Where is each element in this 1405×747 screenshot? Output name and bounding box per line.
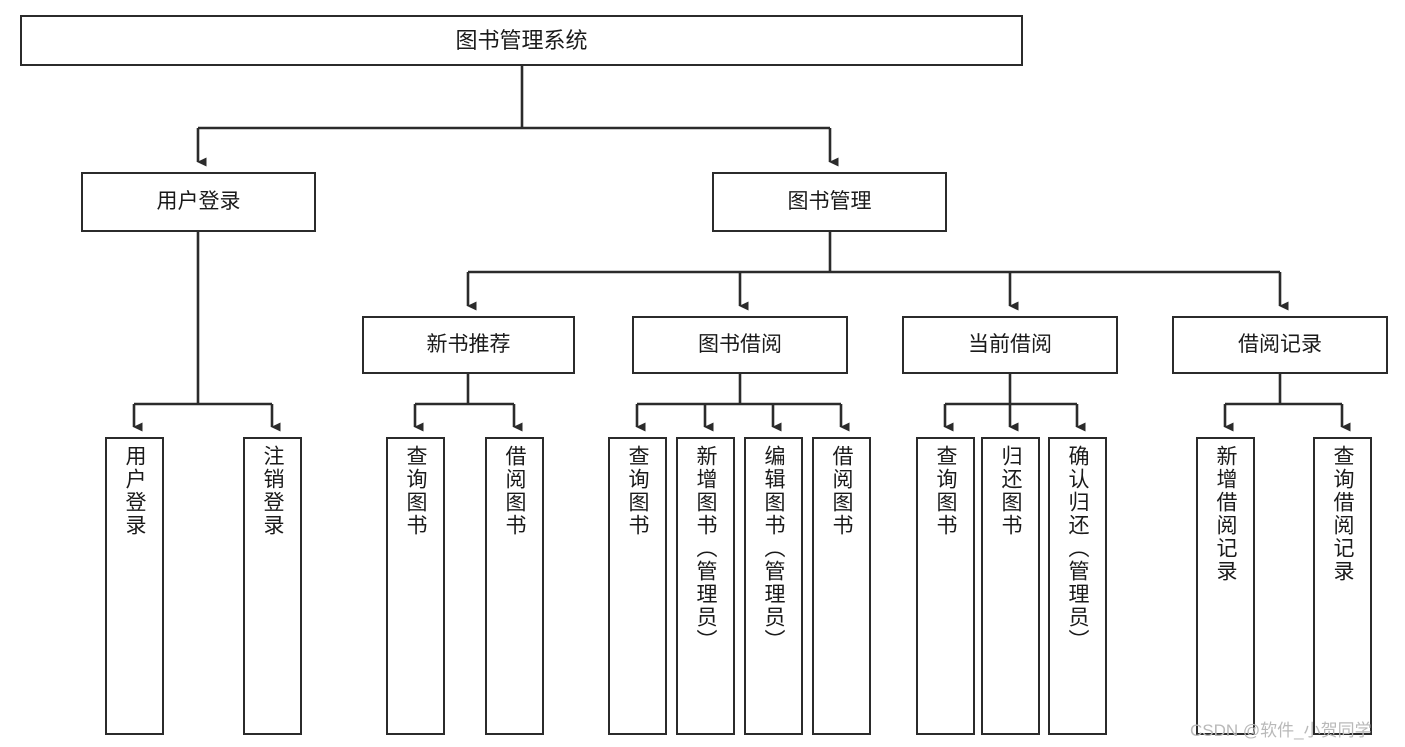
node-label: 用户登录 [123,445,146,537]
node-label: 归还图书 [999,445,1022,537]
node-label: 查询图书 [934,445,957,537]
leaf-recommend-borrow-book[interactable]: 借阅图书 [485,437,544,735]
leaf-borrow-query-book[interactable]: 查询图书 [608,437,667,735]
node-label: 图书借阅 [698,332,782,356]
node-label: 图书管理系统 [455,27,588,53]
node-label: 注销登录 [261,445,284,537]
leaf-recommend-query-book[interactable]: 查询图书 [386,437,445,735]
node-book-management[interactable]: 图书管理 [712,172,947,232]
node-label: 借阅图书 [503,445,526,537]
node-user-login[interactable]: 用户登录 [81,172,316,232]
node-label: 借阅图书 [830,445,853,537]
node-root-system[interactable]: 图书管理系统 [20,15,1023,66]
leaf-borrow-add-book-admin[interactable]: 新增图书（管理员） [676,437,735,735]
node-label: 图书管理 [787,189,872,213]
node-book-borrow[interactable]: 图书借阅 [632,316,848,374]
leaf-current-return-book[interactable]: 归还图书 [981,437,1040,735]
node-label: 编辑图书（管理员） [762,445,785,652]
node-label: 新增图书（管理员） [694,445,717,652]
leaf-record-query-record[interactable]: 查询借阅记录 [1313,437,1372,735]
node-label: 查询图书 [404,445,427,537]
node-label: 新书推荐 [426,332,511,356]
node-label: 查询借阅记录 [1331,445,1354,583]
node-current-borrow[interactable]: 当前借阅 [902,316,1118,374]
node-label: 新增借阅记录 [1214,445,1237,583]
leaf-borrow-edit-book-admin[interactable]: 编辑图书（管理员） [744,437,803,735]
node-label: 当前借阅 [968,332,1052,356]
node-new-book-recommend[interactable]: 新书推荐 [362,316,575,374]
leaf-record-add-record[interactable]: 新增借阅记录 [1196,437,1255,735]
node-label: 用户登录 [156,189,241,213]
node-label: 确认归还（管理员） [1066,445,1089,652]
leaf-borrow-borrow-book[interactable]: 借阅图书 [812,437,871,735]
node-label: 查询图书 [626,445,649,537]
leaf-current-confirm-return-admin[interactable]: 确认归还（管理员） [1048,437,1107,735]
leaf-current-query-book[interactable]: 查询图书 [916,437,975,735]
node-label: 借阅记录 [1238,332,1322,356]
leaf-user-login-signin[interactable]: 用户登录 [105,437,164,735]
csdn-watermark: CSDN @软件_小贺同学 [1190,721,1372,740]
leaf-user-login-signout[interactable]: 注销登录 [243,437,302,735]
node-borrow-record[interactable]: 借阅记录 [1172,316,1388,374]
